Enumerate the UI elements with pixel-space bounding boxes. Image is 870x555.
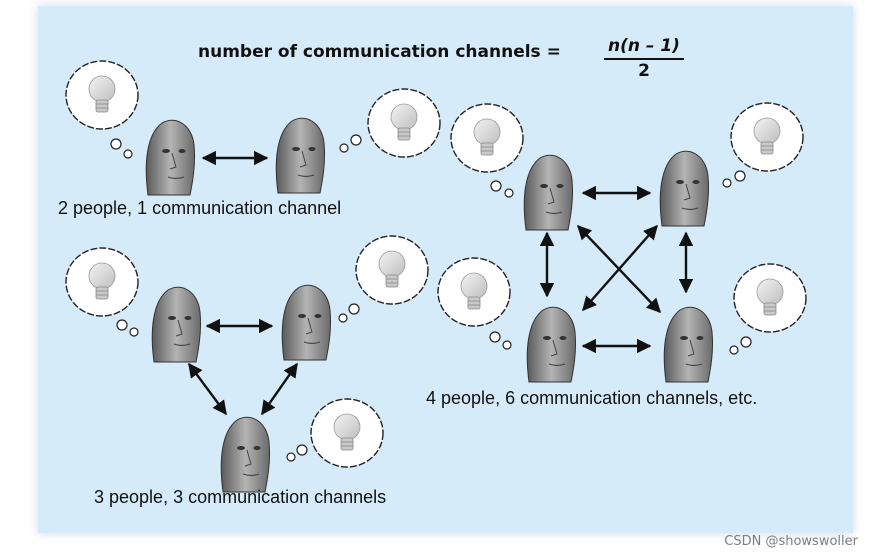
caption-three-people: 3 people, 3 communication channels bbox=[94, 487, 387, 507]
person-head-icon bbox=[663, 306, 714, 383]
thought-bubble-icon bbox=[338, 235, 429, 323]
caption-four-people: 4 people, 6 communication channels, etc. bbox=[426, 388, 758, 408]
thought-bubble-icon bbox=[286, 398, 384, 468]
thought-bubble-icon bbox=[722, 102, 804, 188]
formula-fraction: n(n – 1) 2 bbox=[604, 36, 684, 81]
formula-numerator: n(n – 1) bbox=[604, 36, 684, 60]
thought-bubble-icon bbox=[437, 257, 512, 350]
thought-bubble-icon bbox=[339, 88, 441, 158]
formula-denominator: 2 bbox=[638, 61, 650, 81]
formula-label: number of communication channels = bbox=[198, 42, 561, 62]
person-head-icon bbox=[145, 119, 196, 196]
person-head-icon bbox=[526, 306, 577, 383]
person-head-icon bbox=[220, 416, 271, 493]
thought-bubble-icon bbox=[65, 60, 139, 159]
person-head-icon bbox=[523, 154, 574, 231]
person-head-icon bbox=[281, 284, 332, 361]
diagram-background bbox=[38, 6, 853, 533]
channel-arrow bbox=[188, 362, 227, 416]
channel-arrow bbox=[261, 362, 298, 416]
caption-two-people: 2 people, 1 communication channel bbox=[58, 198, 342, 218]
thought-bubble-icon bbox=[450, 103, 524, 198]
person-head-icon bbox=[275, 117, 326, 194]
person-head-icon bbox=[151, 286, 202, 363]
channel-arrow bbox=[582, 224, 658, 312]
thought-bubble-icon bbox=[65, 247, 139, 337]
person-head-icon bbox=[659, 150, 710, 227]
thought-bubble-icon bbox=[729, 263, 807, 355]
watermark: CSDN @showswoller bbox=[724, 534, 858, 549]
